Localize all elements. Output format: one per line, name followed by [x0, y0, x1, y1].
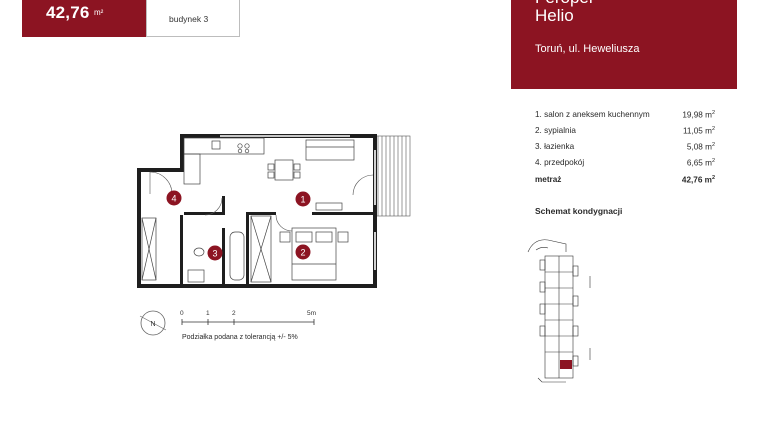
room-row: 4. przedpokój 6,65 m2 — [535, 158, 715, 172]
scale-bar — [181, 319, 315, 325]
room-marker-4: 4 — [166, 190, 182, 206]
compass-icon: N — [139, 310, 167, 336]
building-box: budynek 3 — [146, 0, 240, 37]
walls — [137, 134, 377, 288]
scale-tick-1: 1 — [206, 310, 210, 317]
room-row: 3. łazienka 5,08 m2 — [535, 142, 715, 156]
apartment-highlight — [560, 360, 572, 369]
dining-table — [267, 159, 301, 181]
scale-tick-5: 5m — [307, 310, 316, 317]
address: Toruń, ul. Heweliusza — [535, 43, 640, 55]
room-marker-2: 2 — [295, 244, 311, 260]
room-area: 19,98 m2 — [682, 110, 715, 120]
room-name: 3. łazienka — [535, 142, 575, 151]
area-unit: m² — [94, 8, 104, 17]
room-name: 1. salon z aneksem kuchennym — [535, 110, 650, 119]
svg-text:N: N — [150, 321, 155, 328]
room-area: 11,05 m2 — [682, 126, 715, 136]
total-label: metraż — [535, 175, 562, 184]
room-name: 2. sypialnia — [535, 126, 576, 135]
area-badge: 42,76 m² — [22, 0, 146, 37]
floor-schema-title: Schemat kondygnacji — [535, 206, 623, 216]
wardrobe — [141, 217, 157, 281]
sofa — [305, 139, 355, 211]
svg-text:4: 4 — [171, 194, 176, 204]
room-row: 2. sypialnia 11,05 m2 — [535, 126, 715, 140]
bathroom-fixtures — [187, 215, 272, 283]
room-row: 1. salon z aneksem kuchennym 19,98 m2 — [535, 110, 715, 124]
scale-tick-0: 0 — [180, 310, 184, 317]
room-area: 6,65 m2 — [686, 158, 715, 168]
area-value: 42,76 — [46, 3, 90, 22]
project-header: Feroper Helio Toruń, ul. Heweliusza — [511, 0, 737, 89]
svg-text:2: 2 — [300, 248, 305, 258]
balcony — [373, 135, 411, 217]
svg-text:1: 1 — [300, 195, 305, 205]
svg-text:3: 3 — [212, 249, 217, 259]
brand-line-1: Feroper — [535, 0, 595, 8]
doors — [149, 171, 374, 232]
room-marker-3: 3 — [207, 245, 223, 261]
brand-line-2: Helio — [535, 6, 574, 25]
bed — [279, 227, 349, 281]
total-row: metraż 42,76 m2 — [535, 175, 715, 189]
kitchen — [183, 137, 265, 185]
scale-tick-2: 2 — [232, 310, 236, 317]
room-area: 5,08 m2 — [686, 142, 715, 152]
building-label: budynek 3 — [169, 14, 209, 24]
room-name: 4. przedpokój — [535, 158, 585, 167]
room-marker-1: 1 — [295, 191, 311, 207]
scale-note: Podziałka podana z tolerancją +/- 5% — [182, 334, 298, 341]
floor-schema — [527, 239, 591, 383]
total-area: 42,76 m2 — [681, 175, 715, 185]
